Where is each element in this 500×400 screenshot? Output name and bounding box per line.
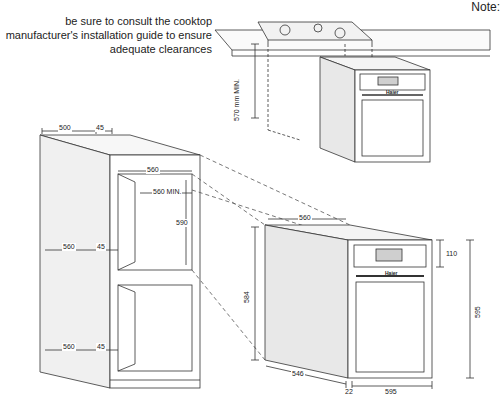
dimension: 22 [344, 388, 354, 396]
note-heading: Note: [0, 0, 500, 15]
dimension: 595 [384, 388, 398, 396]
dimension: 45 [96, 343, 106, 351]
dimension: 590 [175, 219, 189, 227]
dimension: 560 [62, 343, 76, 351]
brand-logo: Haier [385, 90, 400, 96]
dimension: 500 [58, 124, 72, 132]
dimension: 584 [243, 290, 251, 304]
dimension: 560 MIN. [152, 188, 182, 196]
dimension: 546 [291, 370, 305, 378]
dimension: 560 [146, 166, 160, 174]
brand-logo: Haier [384, 271, 399, 277]
note-text: be sure to consult the cooktop manufactu… [0, 15, 212, 56]
dimension: 560 [298, 214, 312, 222]
dimension: 45 [95, 124, 105, 132]
dimension: 595 [474, 305, 482, 319]
dimension: 570 mm MIN. [233, 78, 241, 122]
dimension: 45 [96, 243, 106, 251]
dimension: 110 [445, 250, 458, 258]
dimension: 560 [62, 243, 76, 251]
